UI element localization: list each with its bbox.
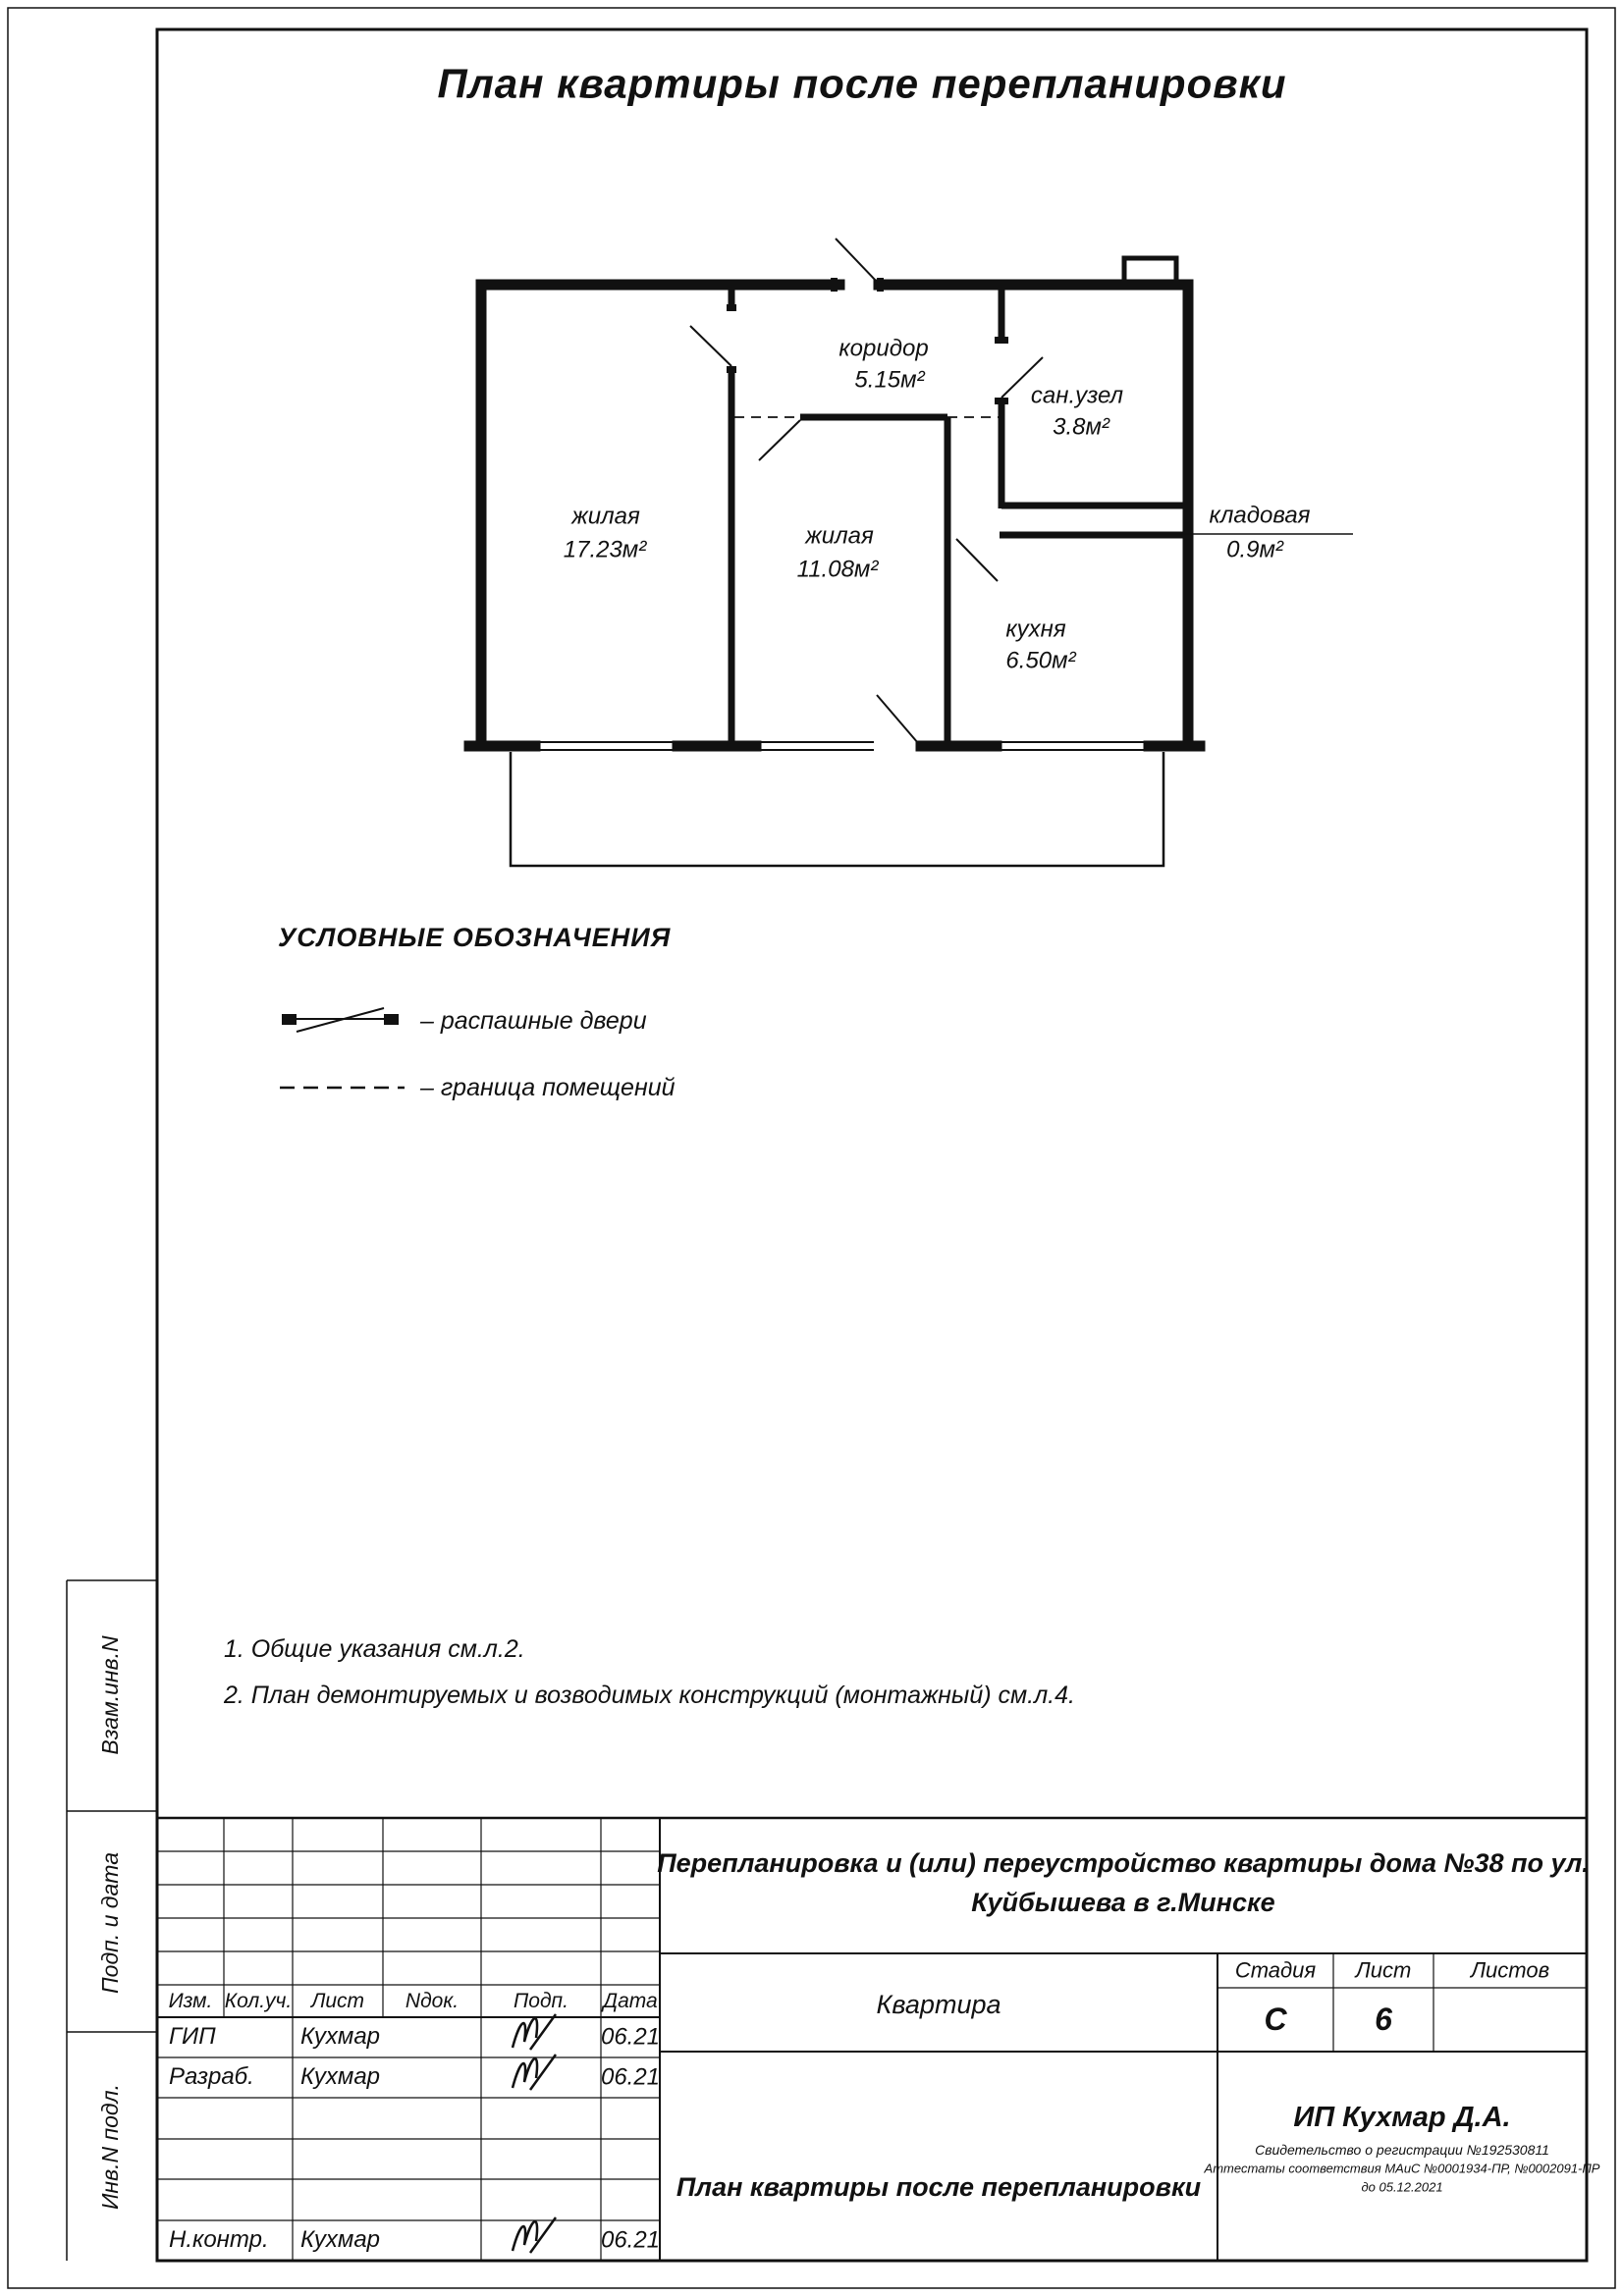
tb-row-nkontr-role: Н.контр. [169, 2226, 269, 2253]
tb-row-gip-date: 06.21 [600, 2023, 661, 2051]
room-label-storage-name: кладовая [1209, 502, 1311, 529]
room-label-kitchen-area: 6.50м² [1005, 647, 1076, 674]
note-1: 1. Общие указания см.л.2. [224, 1635, 525, 1663]
balcony-outline [509, 752, 1165, 868]
tb-col-koluch: Кол.уч. [224, 1990, 293, 2013]
room-label-corridor-area: 5.15м² [854, 366, 925, 394]
room-label-storage-area: 0.9м² [1226, 536, 1283, 563]
tb-row-nkontr-date: 06.21 [600, 2226, 661, 2254]
side-strip-podp-data: Подп. и дата [97, 1852, 124, 1994]
window-symbols [535, 741, 1149, 751]
tb-certificate-2: Аттестаты соответствия МАиС №0001934-ПР,… [1204, 2161, 1600, 2176]
room-label-kitchen-name: кухня [1005, 615, 1066, 643]
page-title: План квартиры после перепланировки [437, 60, 1287, 107]
legend-item-boundary-label: – граница помещений [420, 1074, 676, 1101]
tb-row-nkontr-name: Кухмар [300, 2226, 381, 2253]
room-label-living1-area: 17.23м² [563, 536, 647, 563]
signature-razrab [511, 2054, 558, 2091]
tb-row-gip-name: Кухмар [300, 2023, 381, 2050]
tb-stage-value: С [1264, 2002, 1287, 2038]
room-label-bathroom-name: сан.узел [1030, 382, 1124, 409]
signature-gip [511, 2013, 558, 2051]
note-2: 2. План демонтируемых и возводимых конст… [224, 1682, 1075, 1709]
tb-row-razrab-date: 06.21 [600, 2063, 661, 2091]
legend-symbols [280, 1007, 405, 1090]
room-label-living2-name: жилая [805, 522, 874, 550]
door-leaves [689, 238, 1044, 744]
interior-partitions [728, 285, 1191, 749]
outer-walls [463, 279, 1206, 752]
tb-certificate-3: до 05.12.2021 [1361, 2179, 1443, 2195]
room-label-living1-name: жилая [571, 503, 640, 530]
room-label-living2-area: 11.08м² [796, 556, 879, 583]
side-strip-inv-podl: Инв.N подл. [97, 2083, 124, 2211]
tb-object: Квартира [876, 1989, 1001, 2019]
tb-col-izm: Изм. [168, 1990, 213, 2013]
tb-sheet-value: 6 [1375, 2002, 1392, 2038]
side-strip-vzam-inv: Взам.инв.N [97, 1635, 124, 1755]
tb-certificate-1: Свидетельство о регистрации №192530811 [1255, 2142, 1549, 2159]
tb-row-razrab-name: Кухмар [300, 2063, 381, 2090]
room-label-corridor-name: коридор [839, 335, 929, 362]
tb-row-gip-role: ГИП [169, 2023, 216, 2050]
tb-sheets-label: Листов [1470, 1957, 1550, 1983]
tb-project-line1: Перепланировка и (или) переустройство кв… [657, 1847, 1590, 1878]
tb-row-razrab-role: Разраб. [169, 2063, 254, 2090]
tb-col-podp: Подп. [514, 1990, 568, 2013]
tb-sheet-label: Лист [1355, 1957, 1412, 1983]
tb-col-list: Лист [310, 1990, 365, 2013]
floor-plan [463, 238, 1353, 868]
tb-col-ndok: Nдок. [405, 1990, 460, 2013]
sheet-frames [7, 7, 1616, 2289]
signatures [511, 2013, 558, 2254]
tb-stage-label: Стадия [1234, 1957, 1317, 1983]
legend-title: УСЛОВНЫЕ ОБОЗНАЧЕНИЯ [278, 923, 672, 952]
tb-project-line2: Куйбышева в г.Минске [971, 1887, 1275, 1917]
room-label-bathroom-area: 3.8м² [1053, 413, 1109, 441]
wall-protrusion [1121, 255, 1179, 285]
title-block-grid [157, 1816, 1587, 2261]
swing-door-symbol [282, 1007, 399, 1033]
tb-drawing-title: План квартиры после перепланировки [676, 2171, 1202, 2202]
tb-col-data: Дата [603, 1990, 658, 2013]
legend-item-doors-label: – распашные двери [420, 1007, 647, 1035]
door-jambs [727, 278, 1008, 404]
tb-company: ИП Кухмар Д.А. [1293, 2101, 1511, 2133]
signature-nkontr [511, 2216, 558, 2254]
